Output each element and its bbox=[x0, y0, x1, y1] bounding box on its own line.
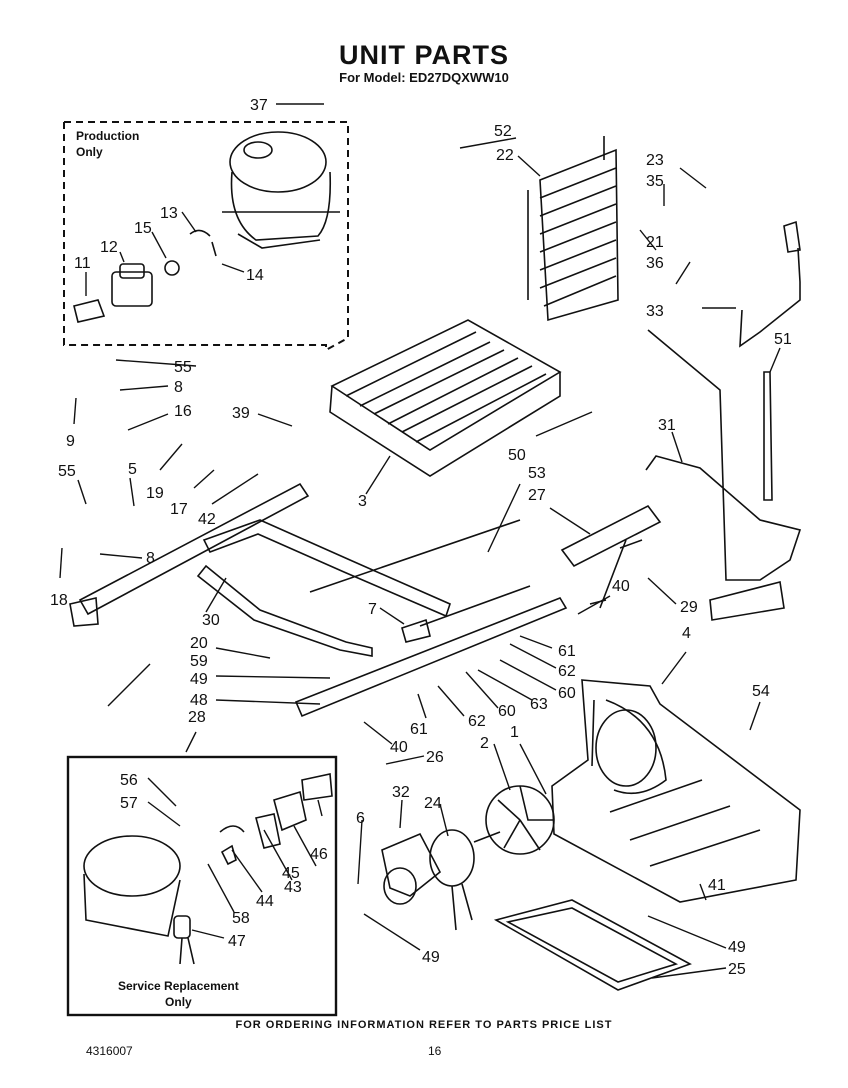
part-callout-3: 3 bbox=[358, 493, 367, 510]
part-callout-56: 56 bbox=[120, 772, 138, 789]
production-only-label: Production Only bbox=[76, 129, 140, 159]
ordering-information-note: FOR ORDERING INFORMATION REFER TO PARTS … bbox=[235, 1019, 613, 1031]
part-callout-62: 62 bbox=[468, 713, 486, 730]
part-callout-8: 8 bbox=[174, 379, 183, 396]
part-callout-61: 61 bbox=[558, 643, 576, 660]
condenser-coil-drawing bbox=[527, 136, 619, 322]
fan-motor-drawing bbox=[381, 785, 555, 931]
part-callout-32: 32 bbox=[392, 784, 410, 801]
part-callout-37: 37 bbox=[250, 97, 268, 114]
part-callout-33: 33 bbox=[646, 303, 664, 320]
part-callout-54: 54 bbox=[752, 683, 770, 700]
production-only-box bbox=[63, 121, 349, 352]
part-callout-35: 35 bbox=[646, 173, 664, 190]
part-callout-63: 63 bbox=[530, 696, 548, 713]
part-callout-49: 49 bbox=[190, 671, 208, 688]
relay-drawing bbox=[73, 229, 217, 323]
part-callout-2: 2 bbox=[480, 735, 489, 752]
part-callout-41: 41 bbox=[708, 877, 726, 894]
part-callout-29: 29 bbox=[680, 599, 698, 616]
part-callout-26: 26 bbox=[426, 749, 444, 766]
part-callout-19: 19 bbox=[146, 485, 164, 502]
part-callout-20: 20 bbox=[190, 635, 208, 652]
callout-leader-lines bbox=[59, 103, 781, 979]
part-callout-51: 51 bbox=[774, 331, 792, 348]
part-callout-24: 24 bbox=[424, 795, 442, 812]
frame-rails-drawing bbox=[69, 482, 568, 718]
part-callout-25: 25 bbox=[728, 961, 746, 978]
part-callout-12: 12 bbox=[100, 239, 118, 256]
part-callout-43: 43 bbox=[284, 879, 302, 896]
part-callout-11: 11 bbox=[74, 255, 91, 272]
tubing-drawing bbox=[645, 220, 802, 621]
part-callout-13: 13 bbox=[160, 205, 178, 222]
part-callout-6: 6 bbox=[356, 810, 365, 827]
part-callout-50: 50 bbox=[508, 447, 526, 464]
part-callout-42: 42 bbox=[198, 511, 216, 528]
part-callout-22: 22 bbox=[496, 147, 514, 164]
part-callout-60: 60 bbox=[558, 685, 576, 702]
part-callout-31: 31 bbox=[658, 417, 676, 434]
part-callout-45: 45 bbox=[282, 865, 300, 882]
part-callout-36: 36 bbox=[646, 255, 664, 272]
part-callout-40: 40 bbox=[390, 739, 408, 756]
part-callout-16: 16 bbox=[174, 403, 192, 420]
part-callout-61: 61 bbox=[410, 721, 428, 738]
part-callout-23: 23 bbox=[646, 152, 664, 169]
part-callout-27: 27 bbox=[528, 487, 546, 504]
service-replacement-label: Service Replacement Only bbox=[118, 979, 239, 1009]
part-callout-7: 7 bbox=[368, 601, 377, 618]
part-callout-52: 52 bbox=[494, 123, 512, 140]
part-callout-21: 21 bbox=[646, 234, 664, 251]
compressor-drawing bbox=[222, 131, 340, 249]
part-callout-55: 55 bbox=[174, 359, 192, 376]
part-callout-47: 47 bbox=[228, 933, 246, 950]
part-callout-1: 1 bbox=[510, 724, 519, 741]
document-number: 4316007 bbox=[86, 1044, 133, 1058]
part-callout-18: 18 bbox=[50, 592, 68, 609]
part-callout-17: 17 bbox=[170, 501, 188, 518]
part-callout-40: 40 bbox=[612, 578, 630, 595]
part-callout-48: 48 bbox=[190, 692, 208, 709]
part-callout-44: 44 bbox=[256, 893, 274, 910]
part-callout-46: 46 bbox=[310, 846, 328, 863]
part-callout-8: 8 bbox=[146, 550, 155, 567]
part-callout-28: 28 bbox=[188, 709, 206, 726]
part-callout-49: 49 bbox=[422, 949, 440, 966]
drain-pan-drawing bbox=[493, 899, 692, 991]
service-replacement-box bbox=[66, 755, 338, 1017]
part-callout-55: 55 bbox=[58, 463, 76, 480]
evaporator-coil-drawing bbox=[329, 319, 562, 477]
part-callout-15: 15 bbox=[134, 220, 152, 237]
part-callout-59: 59 bbox=[190, 653, 208, 670]
part-callout-62: 62 bbox=[558, 663, 576, 680]
part-callout-9: 9 bbox=[66, 433, 75, 450]
page-title: UNIT PARTS bbox=[339, 40, 509, 70]
part-callout-14: 14 bbox=[246, 267, 264, 284]
part-callout-49: 49 bbox=[728, 939, 746, 956]
part-callout-4: 4 bbox=[682, 625, 691, 642]
model-subtitle: For Model: ED27DQXWW10 bbox=[339, 70, 509, 85]
part-callout-53: 53 bbox=[528, 465, 546, 482]
dryer-drawing bbox=[560, 504, 662, 609]
service-compressor-drawing bbox=[83, 773, 333, 965]
page-number: 16 bbox=[428, 1044, 442, 1058]
part-callout-30: 30 bbox=[202, 612, 220, 629]
base-pan-drawing bbox=[551, 679, 801, 903]
part-callout-39: 39 bbox=[232, 405, 250, 422]
part-callout-57: 57 bbox=[120, 795, 138, 812]
part-callout-5: 5 bbox=[128, 461, 137, 478]
part-callout-60: 60 bbox=[498, 703, 516, 720]
part-callout-58: 58 bbox=[232, 910, 250, 927]
